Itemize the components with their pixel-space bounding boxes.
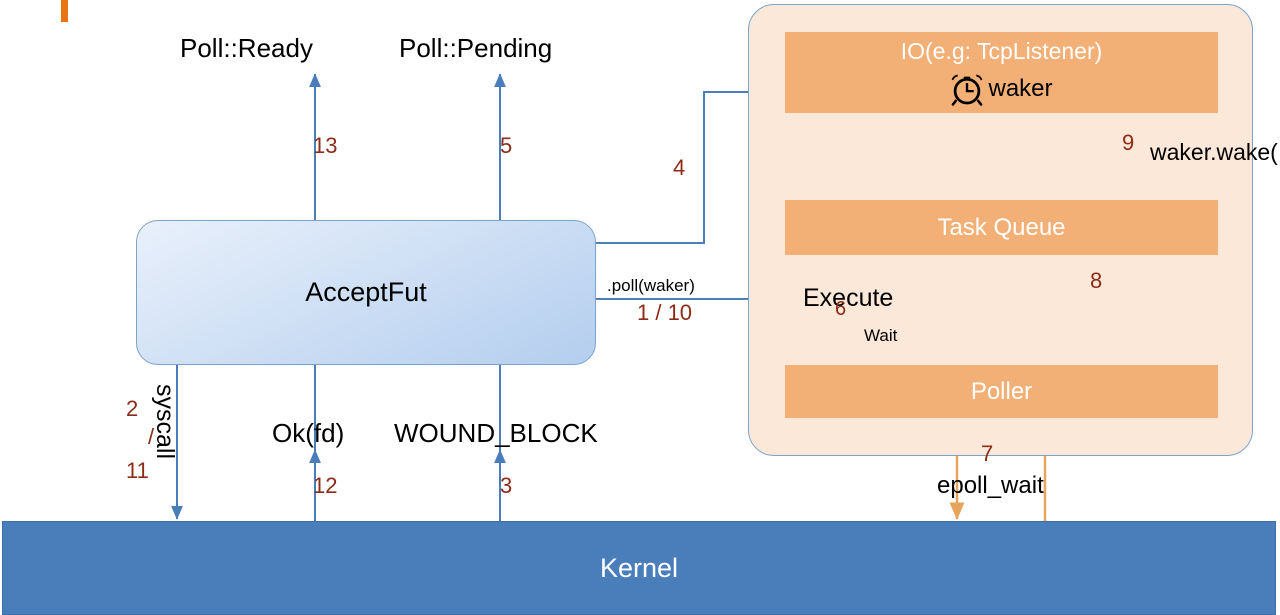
kernel-label: Kernel: [599, 552, 679, 583]
accept-future-box[interactable]: AcceptFut: [136, 220, 596, 365]
poller-block[interactable]: Poller: [785, 365, 1218, 418]
io-title: IO(e.g: TcpListener): [900, 38, 1103, 64]
step-number-12: 12: [313, 473, 338, 498]
wound-block-label: WOUND_BLOCK: [394, 418, 598, 448]
poll-pending-label: Poll::Pending: [399, 33, 553, 63]
step-number-11: 11: [126, 458, 149, 483]
step-number-9: 9: [1122, 130, 1135, 155]
orange-tick-mark: [61, 0, 68, 22]
kernel-box[interactable]: Kernel: [2, 521, 1276, 615]
step-number-7: 7: [981, 441, 994, 466]
ok-fd-label: Ok(fd): [272, 418, 345, 448]
epoll-wait-label: epoll_wait: [937, 472, 1044, 499]
task-queue-block[interactable]: Task Queue: [785, 200, 1218, 255]
execute-label: Execute: [803, 284, 894, 312]
syscall-label: syscall: [151, 384, 179, 460]
io-block[interactable]: IO(e.g: TcpListener) waker: [785, 32, 1218, 113]
waker-wake-label: waker.wake(: [1150, 139, 1278, 165]
wait-label: Wait: [864, 326, 898, 345]
step-number-2: 2: [126, 396, 139, 421]
poll-ready-label: Poll::Ready: [180, 33, 313, 63]
poll-waker-label: .poll(waker): [607, 276, 695, 295]
io-waker-label: waker: [988, 75, 1053, 102]
step-number-3: 3: [500, 473, 513, 498]
step-number-separator: /: [148, 424, 155, 449]
step-number-13: 13: [313, 133, 338, 158]
accept-future-label: AcceptFut: [305, 277, 427, 307]
io-waker-row: waker: [785, 72, 1218, 106]
step-number-8: 8: [1090, 268, 1103, 293]
step-number-6: 6: [835, 298, 847, 320]
step-number-4: 4: [673, 155, 686, 180]
alarm-clock-icon: [952, 74, 983, 106]
io-block-inner: IO(e.g: TcpListener) waker: [785, 32, 1218, 113]
step-number-1-10: 1 / 10: [637, 300, 693, 325]
step-number-5: 5: [500, 133, 513, 158]
